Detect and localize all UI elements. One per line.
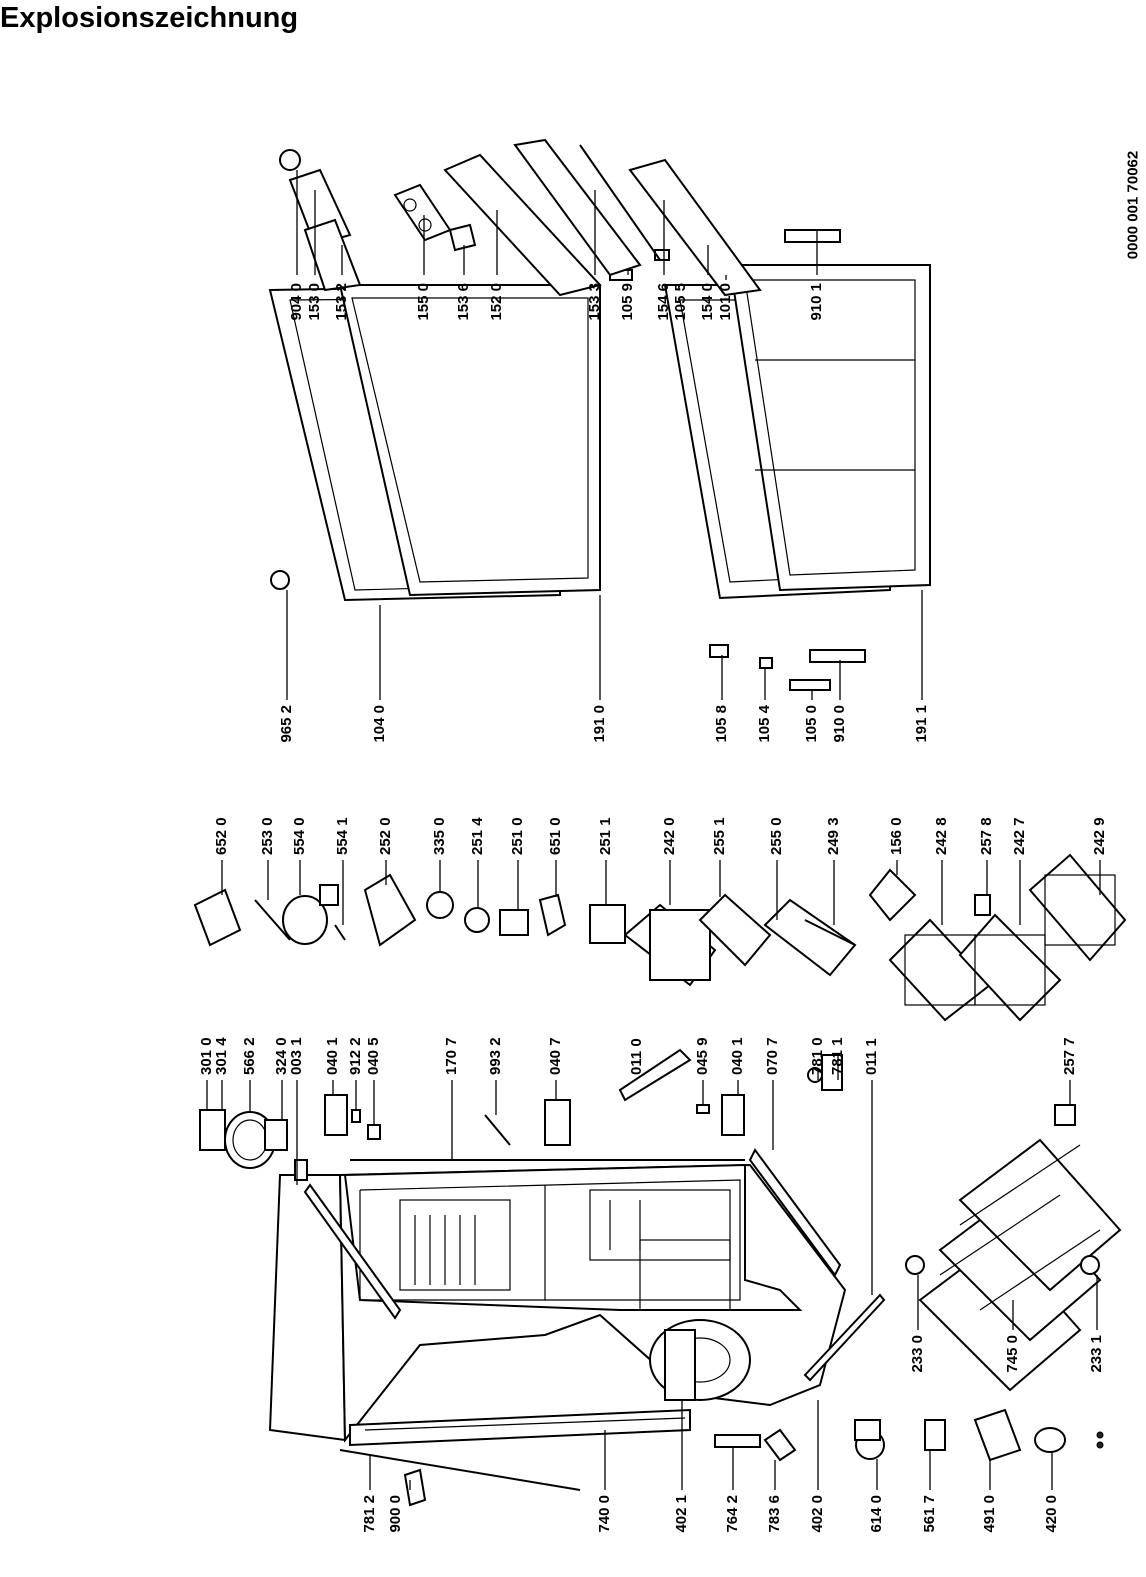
part-label: 040 5 [365, 1037, 382, 1075]
part-label: 011 0 [628, 1038, 645, 1075]
part-label: 965 2 [278, 705, 295, 743]
part-label: 614 0 [868, 1495, 885, 1533]
part-label: 781 2 [361, 1495, 378, 1533]
part-label: 242 8 [933, 817, 950, 855]
part-label: 900 0 [387, 1495, 404, 1533]
part-label: 153 3 [586, 283, 603, 321]
part-label: 105 9 [619, 283, 636, 321]
part-labels: 904 0 153 0 153 2 155 0 153 6 152 0 153 … [198, 283, 1108, 1533]
part-label: 783 6 [766, 1495, 783, 1533]
part-label: 740 0 [596, 1495, 613, 1533]
part-label: 324 0 [273, 1037, 290, 1075]
part-label: 155 0 [415, 283, 432, 321]
part-label: 781 1 [829, 1037, 846, 1075]
freezer-components [623, 853, 1127, 1392]
part-label: 154 0 [699, 283, 716, 321]
part-label: 170 7 [443, 1037, 460, 1075]
part-label: 904 0 [288, 283, 305, 321]
part-label: 242 0 [661, 817, 678, 855]
part-label: 070 7 [764, 1037, 781, 1075]
fridge-door [268, 283, 601, 602]
control-parts [193, 873, 626, 947]
part-label: 153 6 [455, 283, 472, 321]
part-label: 781 0 [809, 1037, 826, 1075]
part-label: 249 3 [825, 817, 842, 855]
part-label: 242 7 [1011, 817, 1028, 855]
part-label: 402 0 [809, 1495, 826, 1533]
top-small-parts [199, 1048, 843, 1181]
part-label: 040 7 [547, 1037, 564, 1075]
part-label: 652 0 [213, 817, 230, 855]
part-label: 912 2 [347, 1037, 364, 1075]
part-label: 154 6 [655, 283, 672, 321]
part-label: 153 2 [333, 283, 350, 321]
part-label: 491 0 [981, 1495, 998, 1533]
part-label: 651 0 [547, 817, 564, 855]
part-label: 255 1 [711, 817, 728, 855]
part-label: 156 0 [888, 817, 905, 855]
part-label: 257 8 [978, 817, 995, 855]
part-label: 402 1 [673, 1495, 690, 1533]
part-label: 301 4 [213, 1037, 230, 1075]
part-label: 251 4 [469, 817, 486, 855]
part-label: 257 7 [1061, 1037, 1078, 1075]
part-label: 993 2 [487, 1037, 504, 1075]
part-label: 101 0 [717, 283, 734, 321]
part-label: 003 1 [288, 1037, 305, 1075]
part-label: 252 0 [377, 817, 394, 855]
part-label: 251 0 [509, 817, 526, 855]
part-label: 233 0 [909, 1335, 926, 1373]
part-label: 554 1 [334, 817, 351, 855]
part-label: 561 7 [921, 1495, 938, 1533]
part-label: 040 1 [729, 1037, 746, 1075]
part-label: 105 8 [713, 705, 730, 743]
page-title: Explosionszeichnung [0, 2, 299, 34]
part-label: 253 0 [259, 817, 276, 855]
accessories [403, 1408, 1104, 1507]
part-label: 045 9 [694, 1037, 711, 1075]
part-label: 011 1 [863, 1038, 880, 1075]
part-label: 104 0 [371, 705, 388, 743]
part-label: 335 0 [431, 817, 448, 855]
part-label: 233 1 [1088, 1335, 1105, 1373]
wire-shelves [918, 1138, 1122, 1392]
part-label: 301 0 [198, 1037, 215, 1075]
part-label: 910 1 [808, 283, 825, 321]
part-label: 105 0 [803, 705, 820, 743]
part-label: 420 0 [1043, 1495, 1060, 1533]
part-label: 745 0 [1004, 1335, 1021, 1373]
cabinet-body [268, 1148, 886, 1491]
part-label: 764 2 [724, 1495, 741, 1533]
part-label: 242 9 [1091, 817, 1108, 855]
part-label: 566 2 [241, 1037, 258, 1075]
part-label: 251 1 [597, 817, 614, 855]
part-label: 152 0 [488, 283, 505, 321]
part-label: 255 0 [768, 817, 785, 855]
part-label: 910 0 [831, 705, 848, 743]
door-shelves [279, 138, 762, 297]
part-label: 554 0 [291, 817, 308, 855]
part-label: 040 1 [324, 1037, 341, 1075]
part-label: 191 0 [591, 705, 608, 743]
freezer-door [609, 229, 931, 691]
part-label: 191 1 [913, 705, 930, 743]
part-label: 105 4 [756, 704, 773, 742]
part-label: 105 5 [672, 283, 689, 321]
part-label: 153 0 [306, 283, 323, 321]
leader-lines [206, 170, 1101, 1490]
